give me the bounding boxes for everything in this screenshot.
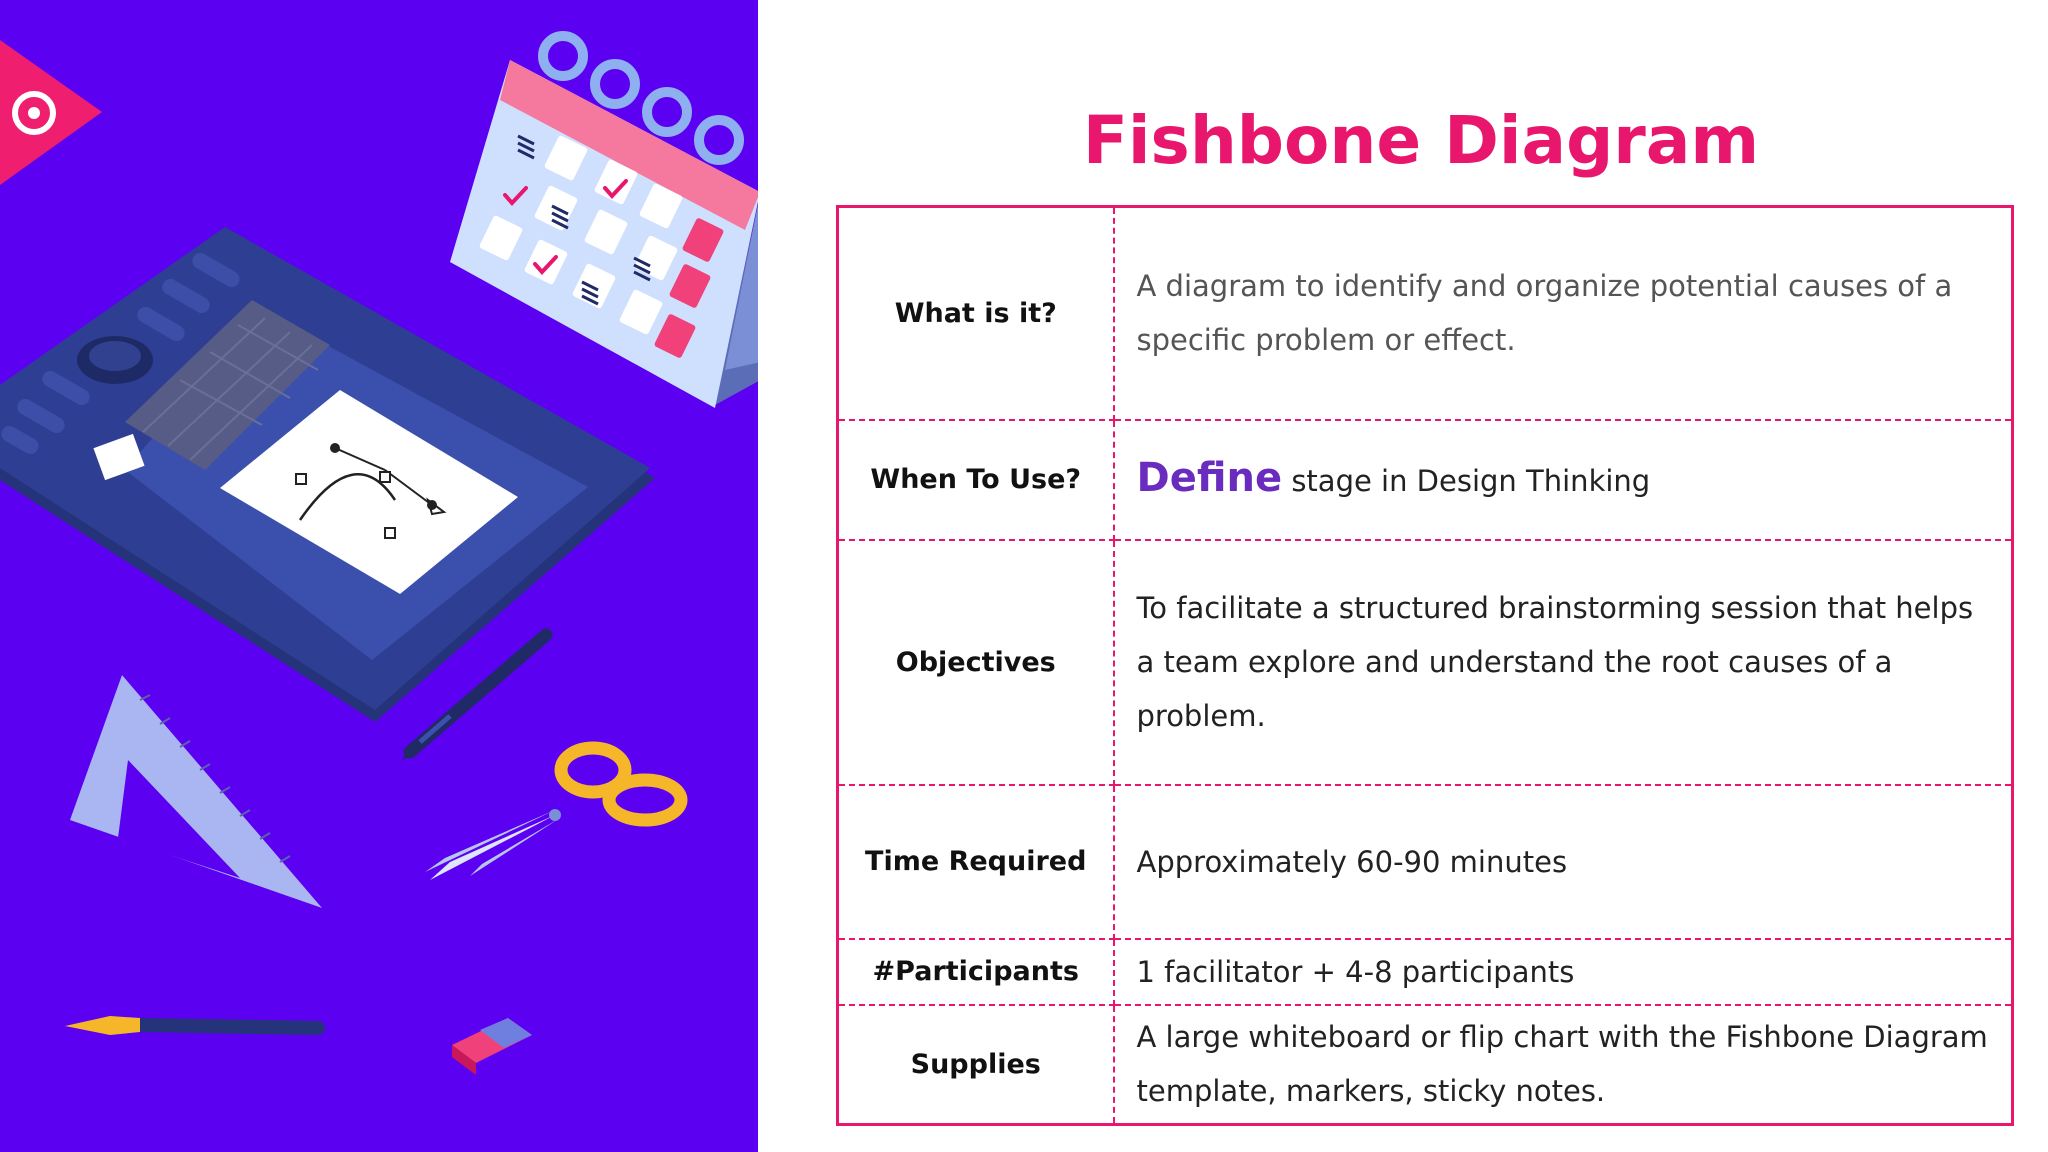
- table-row-participants: #Participants 1 facilitator + 4-8 partic…: [837, 937, 2013, 1006]
- table-row-time-required: Time Required Approximately 60-90 minute…: [837, 783, 2013, 940]
- illustration-panel: [0, 0, 758, 1152]
- row-value: To facilitate a structured brainstorming…: [1112, 538, 2013, 786]
- row-label: Supplies: [837, 1003, 1115, 1125]
- drawing-tablet-icon: [0, 227, 655, 722]
- row-value-text: stage in Design Thinking: [1291, 464, 1651, 498]
- table-row-what-is-it: What is it? A diagram to identify and or…: [837, 206, 2013, 421]
- calendar-icon: [450, 31, 758, 408]
- scissors-icon: [425, 741, 688, 880]
- row-value: A large whiteboard or flip chart with th…: [1112, 1003, 2013, 1125]
- highlight-word: Define: [1136, 455, 1283, 501]
- row-value: Define stage in Design Thinking: [1112, 418, 2013, 541]
- row-value: A diagram to identify and organize poten…: [1112, 206, 2013, 421]
- row-value: Approximately 60-90 minutes: [1112, 783, 2013, 940]
- table-row-objectives: Objectives To facilitate a structured br…: [837, 538, 2013, 786]
- set-square-ruler-icon: [70, 675, 322, 908]
- table-row-supplies: Supplies A large whiteboard or flip char…: [837, 1003, 2013, 1125]
- row-label: Objectives: [837, 538, 1115, 786]
- row-value: 1 facilitator + 4-8 participants: [1112, 937, 2013, 1006]
- row-label: What is it?: [837, 206, 1115, 421]
- eraser-icon: [452, 1018, 532, 1075]
- row-label: #Participants: [837, 937, 1115, 1006]
- stylus-pen-icon: [402, 628, 553, 760]
- illustration: [0, 31, 758, 1075]
- info-table: What is it? A diagram to identify and or…: [836, 205, 2014, 1126]
- brand-logo-icon: [0, 40, 102, 185]
- page-title: Fishbone Diagram: [1082, 102, 1760, 179]
- row-label: When To Use?: [837, 418, 1115, 541]
- fountain-pen-icon: [65, 1016, 325, 1035]
- table-row-when-to-use: When To Use? Define stage in Design Thin…: [837, 418, 2013, 541]
- row-label: Time Required: [837, 783, 1115, 940]
